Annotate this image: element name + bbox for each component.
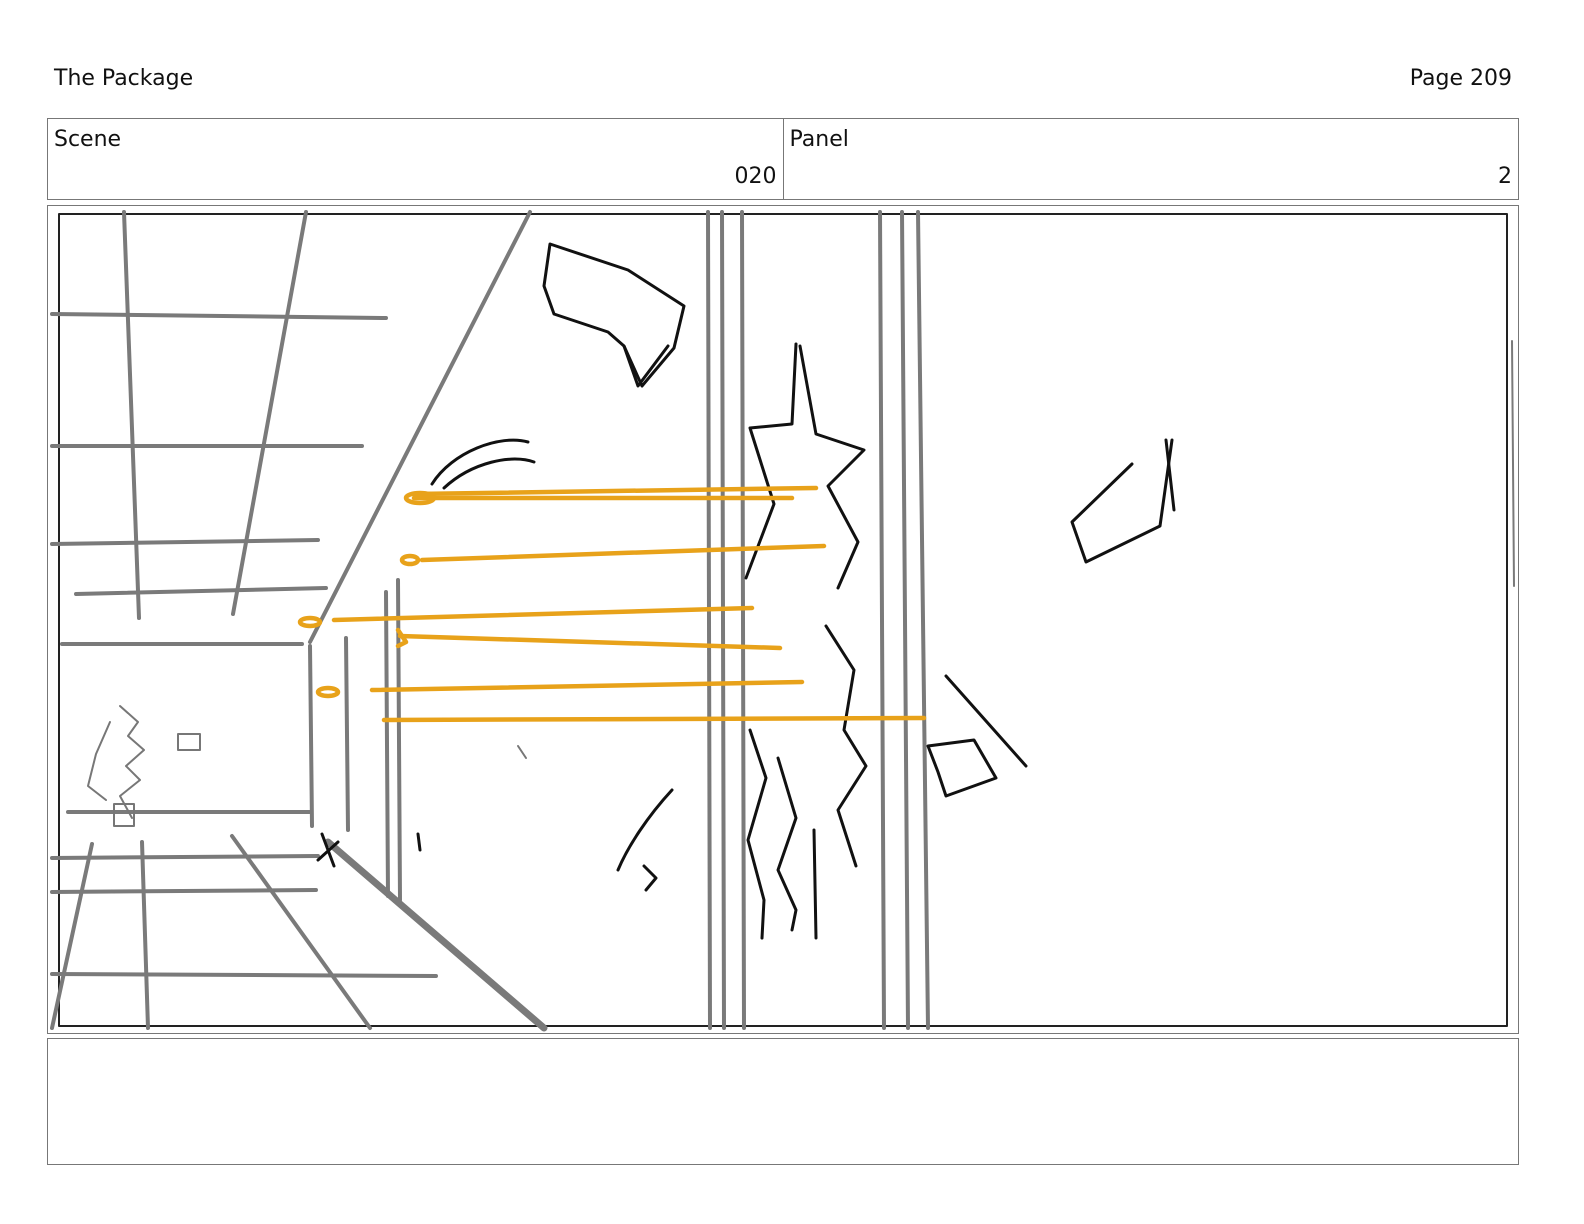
notes-box (47, 1038, 1519, 1165)
scene-cell: Scene 020 (48, 119, 783, 199)
storyboard-frame (47, 205, 1519, 1034)
storyboard-sketch (50, 210, 1515, 1032)
page-number: Page 209 (1409, 66, 1512, 91)
laser-beams (297, 485, 927, 723)
panel-cell: Panel 2 (782, 119, 1519, 199)
panel-info-row: Scene 020 Panel 2 (47, 118, 1519, 200)
ink-sketch (316, 242, 1176, 940)
environment-lines (50, 210, 1515, 1032)
project-title: The Package (54, 66, 194, 91)
panel-number: 2 (1498, 164, 1512, 189)
scene-label: Scene (54, 127, 122, 152)
inner-frame-border (58, 213, 1508, 1027)
panel-label: Panel (789, 127, 849, 152)
background-figure (87, 705, 527, 827)
scene-number: 020 (734, 164, 777, 189)
